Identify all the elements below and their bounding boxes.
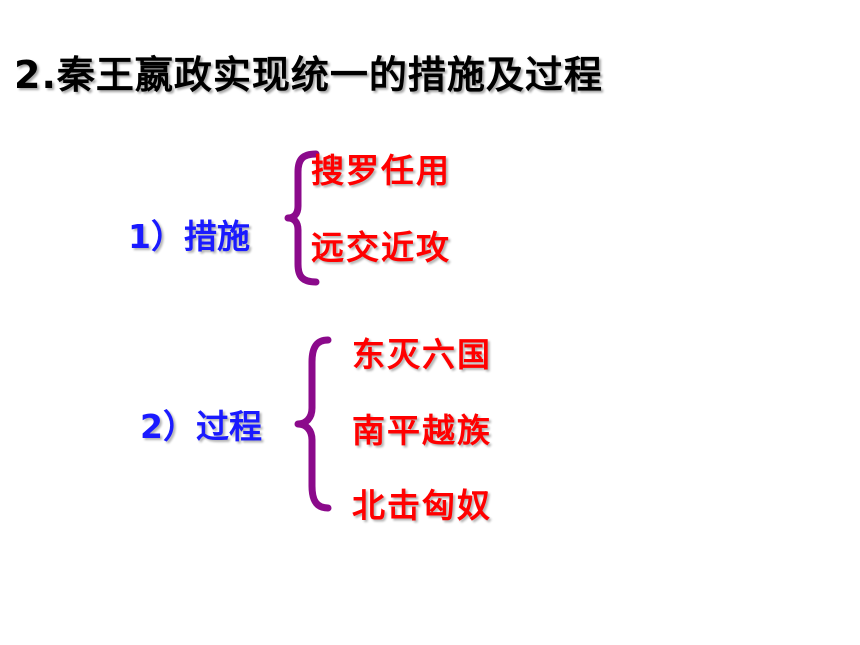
measure-item-2: 远交近攻 [311, 228, 451, 267]
section-label-process: 2）过程 [140, 407, 262, 446]
process-item-3: 北击匈奴 [352, 486, 492, 525]
brace-measures [284, 150, 320, 286]
slide-title: 2.秦王嬴政实现统一的措施及过程 [14, 53, 603, 97]
process-item-2: 南平越族 [352, 411, 492, 450]
measure-item-1: 搜罗任用 [311, 151, 451, 190]
process-item-1: 东灭六国 [352, 335, 492, 374]
brace-process [294, 336, 332, 512]
section-label-measures: 1）措施 [128, 217, 250, 256]
